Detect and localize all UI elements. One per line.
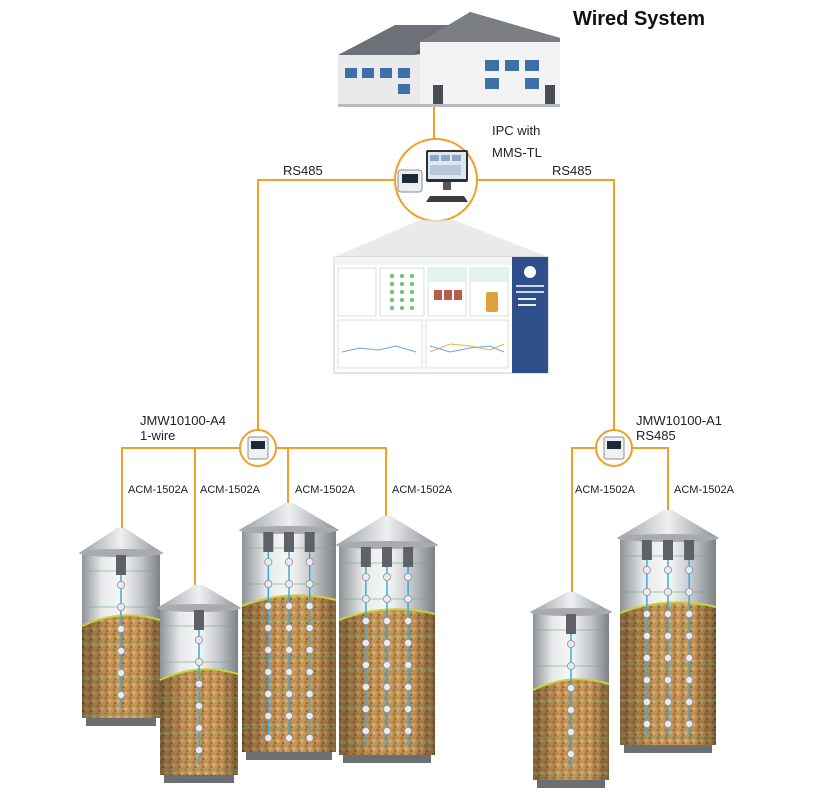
bus-label-left: RS485 xyxy=(283,163,323,178)
controller-right-label: JMW10100-A1 RS485 xyxy=(636,413,722,443)
sensor-label: ACM-1502A xyxy=(575,484,635,496)
controller-right-protocol: RS485 xyxy=(636,428,676,443)
bus-label-right: RS485 xyxy=(552,163,592,178)
sensor-label: ACM-1502A xyxy=(295,484,355,496)
controller-right-name: JMW10100-A1 xyxy=(636,413,722,428)
sensor-label: ACM-1502A xyxy=(200,484,260,496)
sensor-label: ACM-1502A xyxy=(128,484,188,496)
wiring xyxy=(121,107,669,595)
controller-right xyxy=(595,429,633,467)
controller-left-protocol: 1-wire xyxy=(140,428,176,443)
silo-icon xyxy=(336,516,438,763)
silo-icon xyxy=(79,528,163,726)
projection-cone xyxy=(334,220,548,257)
ipc-label-line2: MMS-TL xyxy=(492,145,542,160)
building-icon xyxy=(338,12,560,107)
silo-icon xyxy=(530,592,612,788)
silos xyxy=(79,503,719,788)
diagram-title: Wired System xyxy=(573,8,706,30)
ipc-computer-icon xyxy=(394,138,478,222)
sensor-label: ACM-1502A xyxy=(674,484,734,496)
dashboard-screenshot xyxy=(333,256,549,374)
sensor-label: ACM-1502A xyxy=(392,484,452,496)
ipc-label: IPC with MMS-TL xyxy=(492,120,542,164)
controller-left-name: JMW10100-A4 xyxy=(140,413,226,428)
silo-icon xyxy=(157,585,241,783)
silo-icon xyxy=(239,503,339,760)
controller-left-label: JMW10100-A4 1-wire xyxy=(140,413,226,443)
ipc-label-line1: IPC with xyxy=(492,123,541,138)
silo-icon xyxy=(617,510,719,753)
controller-left xyxy=(239,429,277,467)
